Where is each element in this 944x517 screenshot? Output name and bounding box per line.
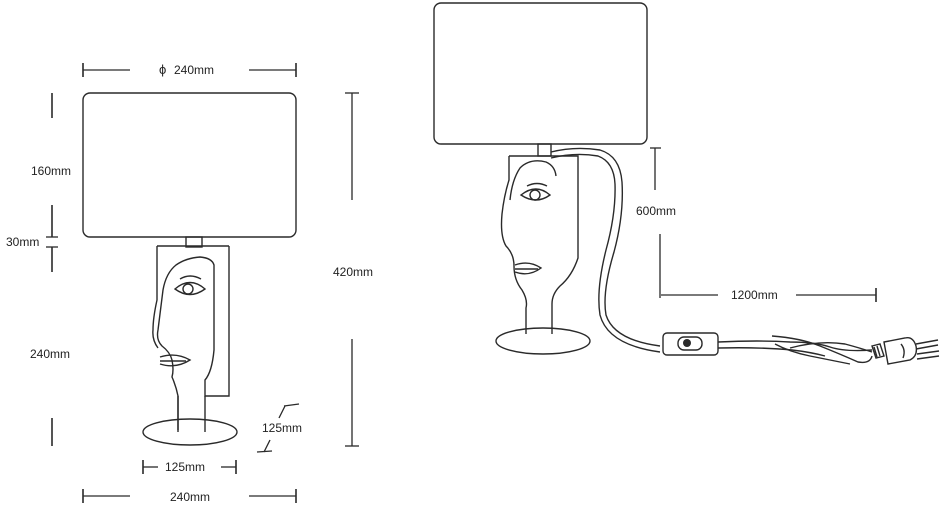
side-view: 600mm 1200mm: [433, 2, 940, 365]
shade-diameter-label: 240mm: [174, 63, 214, 77]
left-height-dimensions: 160mm 30mm 240mm: [6, 93, 71, 446]
power-plug: [871, 336, 940, 365]
side-eye: [519, 188, 552, 201]
lamp-neck: [185, 236, 203, 248]
power-cable-upper: [550, 147, 661, 347]
foot-width-dimension: 125mm: [142, 460, 237, 474]
base-height-label: 240mm: [30, 347, 70, 361]
neck-height-label: 30mm: [6, 235, 39, 249]
cable-length-label: 1200mm: [731, 288, 778, 302]
foot-depth-dimension: 125mm: [256, 403, 302, 453]
diameter-symbol: ϕ: [159, 62, 166, 77]
cable-drop-label: 600mm: [636, 204, 676, 218]
foot-depth-label: 125mm: [262, 421, 302, 435]
side-lamp-foot: [495, 327, 591, 355]
face-sculpture: [152, 245, 230, 432]
side-face-sculpture: [500, 155, 579, 334]
front-view: ϕ 240mm: [6, 62, 373, 504]
cable-drop-dimension: 600mm: [636, 147, 676, 298]
side-lamp-shade: [433, 2, 648, 145]
shade-height-label: 160mm: [31, 164, 71, 178]
power-cable-upper-inner: [550, 153, 661, 353]
side-eye-pupil: [529, 189, 541, 201]
power-cable-lower: [717, 340, 873, 352]
mouth: [159, 354, 192, 367]
side-lamp-neck: [537, 143, 552, 157]
total-height-dimension: 420mm: [333, 92, 373, 447]
side-mouth: [514, 262, 543, 275]
total-height-label: 420mm: [333, 265, 373, 279]
overall-width-dimension: 240mm: [82, 489, 297, 504]
cable-length-dimension: 1200mm: [661, 288, 877, 302]
eye-pupil: [182, 283, 194, 295]
eye: [173, 281, 207, 296]
shade-diameter-dimension: ϕ 240mm: [82, 62, 297, 77]
inline-switch: [662, 332, 719, 356]
foot-width-label: 125mm: [165, 460, 205, 474]
lamp-shade: [82, 92, 297, 238]
overall-width-label: 240mm: [170, 490, 210, 504]
lamp-foot: [142, 418, 238, 446]
